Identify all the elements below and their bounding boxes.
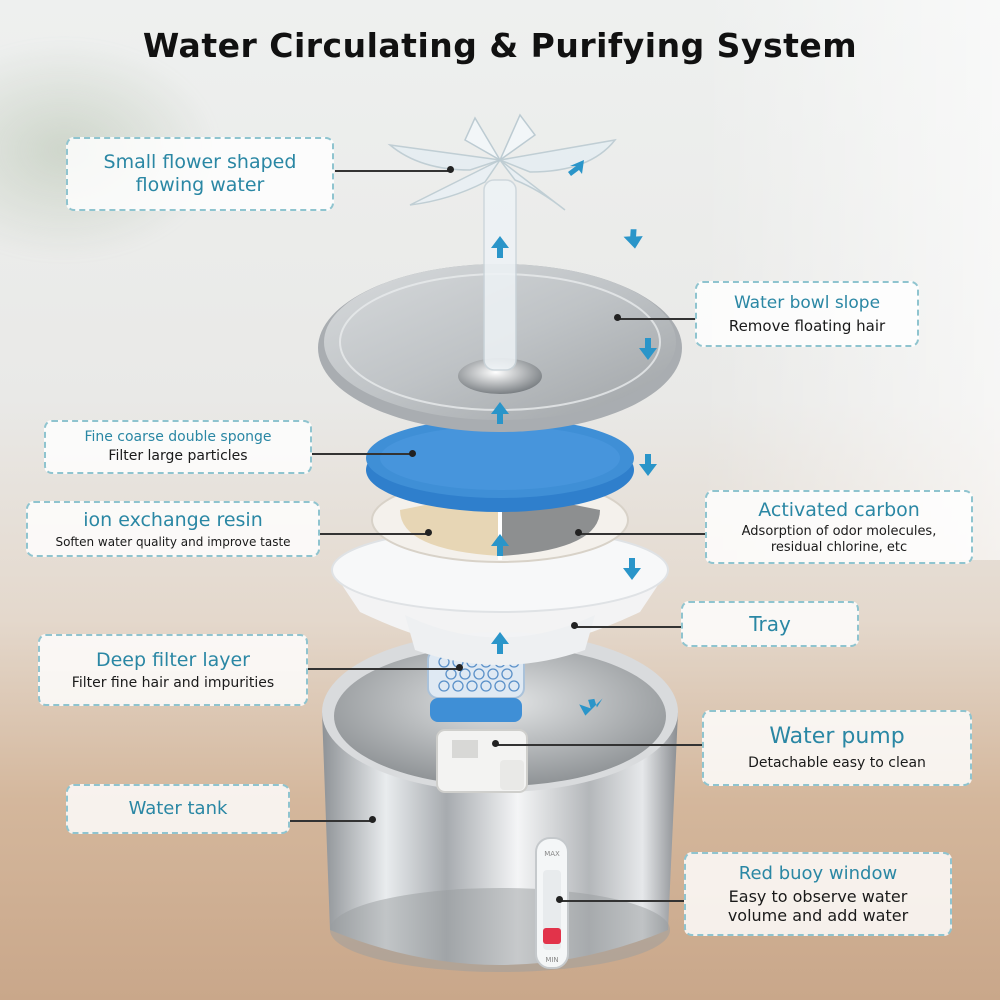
label-resin-sub: Soften water quality and improve taste (55, 534, 291, 549)
label-resin-heading: ion exchange resin (83, 508, 263, 531)
label-buoy-window: Red buoy window Easy to observe water vo… (684, 852, 952, 936)
label-pump-sub: Detachable easy to clean (748, 755, 926, 772)
leader-resin (320, 533, 428, 535)
page-title: Water Circulating & Purifying System (142, 26, 858, 65)
dot-buoy (556, 896, 563, 903)
water-pump (436, 729, 528, 793)
label-deep-sub: Filter fine hair and impurities (71, 674, 275, 691)
label-buoy-sub: Easy to observe water volume and add wat… (727, 887, 909, 926)
window-min-mark: MIN (545, 956, 558, 964)
red-buoy-window: MAX MIN (535, 837, 569, 969)
double-sponge (366, 418, 634, 512)
label-activated-carbon: Activated carbon Adsorption of odor mole… (705, 490, 973, 564)
leader-buoy (560, 900, 684, 902)
label-tray: Tray (681, 601, 859, 647)
dot-deep (456, 664, 463, 671)
dot-flower (447, 166, 454, 173)
label-flower-spout: Small flower shaped flowing water (66, 137, 334, 211)
leader-bowl (618, 318, 696, 320)
label-flower-heading: Small flower shaped flowing water (103, 151, 297, 196)
label-tray-heading: Tray (749, 612, 791, 636)
leader-sponge (312, 453, 412, 455)
leader-tray (575, 626, 681, 628)
leader-carbon (579, 533, 706, 535)
dot-pump (492, 740, 499, 747)
label-pump-heading: Water pump (769, 723, 905, 749)
dot-bowl (614, 314, 621, 321)
dot-tank (369, 816, 376, 823)
dot-tray (571, 622, 578, 629)
flower-spout (387, 113, 617, 371)
label-deep-heading: Deep filter layer (95, 648, 250, 671)
leader-deep (308, 668, 460, 670)
dot-resin (425, 529, 432, 536)
label-carbon-heading: Activated carbon (758, 498, 920, 521)
dot-carbon (575, 529, 582, 536)
label-carbon-sub: Adsorption of odor molecules, residual c… (741, 524, 937, 555)
leader-tank (290, 820, 372, 822)
label-sponge-heading: Fine coarse double sponge (84, 429, 272, 446)
background-window-light (700, 0, 1000, 560)
label-bowl-heading: Water bowl slope (733, 293, 881, 314)
label-bowl-sub: Remove floating hair (728, 316, 886, 335)
label-tank-heading: Water tank (128, 798, 228, 820)
label-ion-resin: ion exchange resin Soften water quality … (26, 501, 320, 557)
label-water-tank: Water tank (66, 784, 290, 834)
label-sponge-sub: Filter large particles (108, 448, 248, 464)
label-water-bowl: Water bowl slope Remove floating hair (695, 281, 919, 347)
label-water-pump: Water pump Detachable easy to clean (702, 710, 972, 786)
leader-pump (496, 744, 702, 746)
label-buoy-heading: Red buoy window (738, 862, 898, 884)
label-deep-filter: Deep filter layer Filter fine hair and i… (38, 634, 308, 706)
label-sponge: Fine coarse double sponge Filter large p… (44, 420, 312, 474)
flow-arrows (491, 160, 657, 716)
leader-flower (335, 170, 450, 172)
window-max-mark: MAX (544, 850, 560, 858)
dot-sponge (409, 450, 416, 457)
